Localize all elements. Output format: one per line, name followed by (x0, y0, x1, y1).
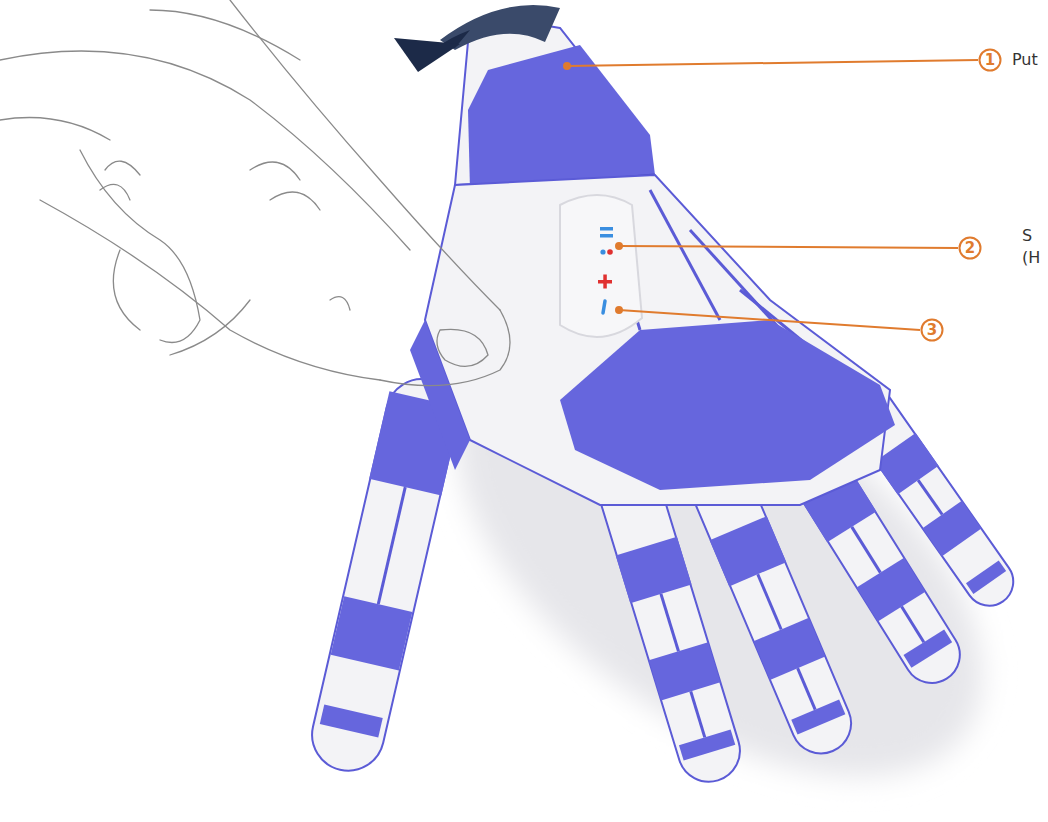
pointing-hand-sketch (0, 0, 510, 386)
knuckle-band (560, 320, 895, 490)
callout-text: S (H (1022, 225, 1046, 269)
leader-lines (564, 60, 978, 330)
minus-button-symbol (603, 301, 605, 313)
callout-circle: 1 (978, 48, 1002, 72)
glove-shadow (382, 257, 1048, 822)
callout-number: 3 (920, 318, 944, 342)
mode-button-symbol (600, 227, 613, 255)
callout-number: 1 (978, 48, 1002, 72)
rotation-arrow (394, 5, 560, 72)
callout-circle: 2 (958, 236, 982, 260)
callout-text: Put (1012, 49, 1046, 71)
plus-button-symbol (598, 275, 612, 289)
wrist-strap (468, 45, 655, 190)
callout-number: 2 (958, 236, 982, 260)
callout-circle: 3 (920, 318, 944, 342)
button-pad (560, 195, 642, 337)
